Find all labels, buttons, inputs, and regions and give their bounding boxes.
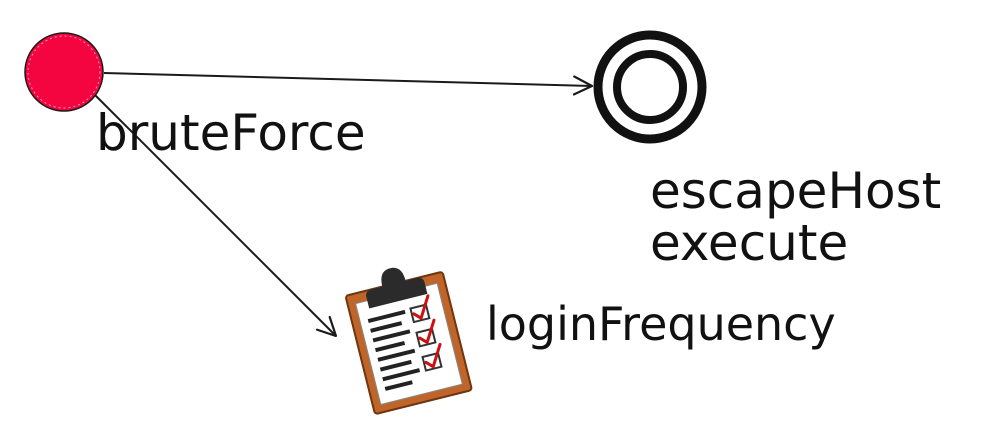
start-node-inner-outline: [27, 35, 101, 109]
start-node-circle[interactable]: [24, 32, 104, 112]
final-node[interactable]: [593, 30, 707, 144]
final-node-label-line1: escapeHost: [650, 162, 941, 220]
clipboard-clip: [366, 267, 428, 309]
start-node-label: bruteForce: [96, 104, 366, 162]
clipboard-lines: [367, 309, 421, 391]
observation-node-label: loginFrequency: [486, 297, 836, 351]
transition-edge-to-final[interactable]: [103, 72, 592, 86]
final-node-label-line2: execute: [650, 214, 848, 272]
start-node[interactable]: [24, 32, 104, 112]
clipboard-checklist-icon[interactable]: [342, 256, 473, 415]
final-node-inner-ring: [613, 50, 687, 124]
transition-edge-to-observation[interactable]: [91, 91, 336, 336]
clipboard-check-marks: [412, 294, 442, 369]
